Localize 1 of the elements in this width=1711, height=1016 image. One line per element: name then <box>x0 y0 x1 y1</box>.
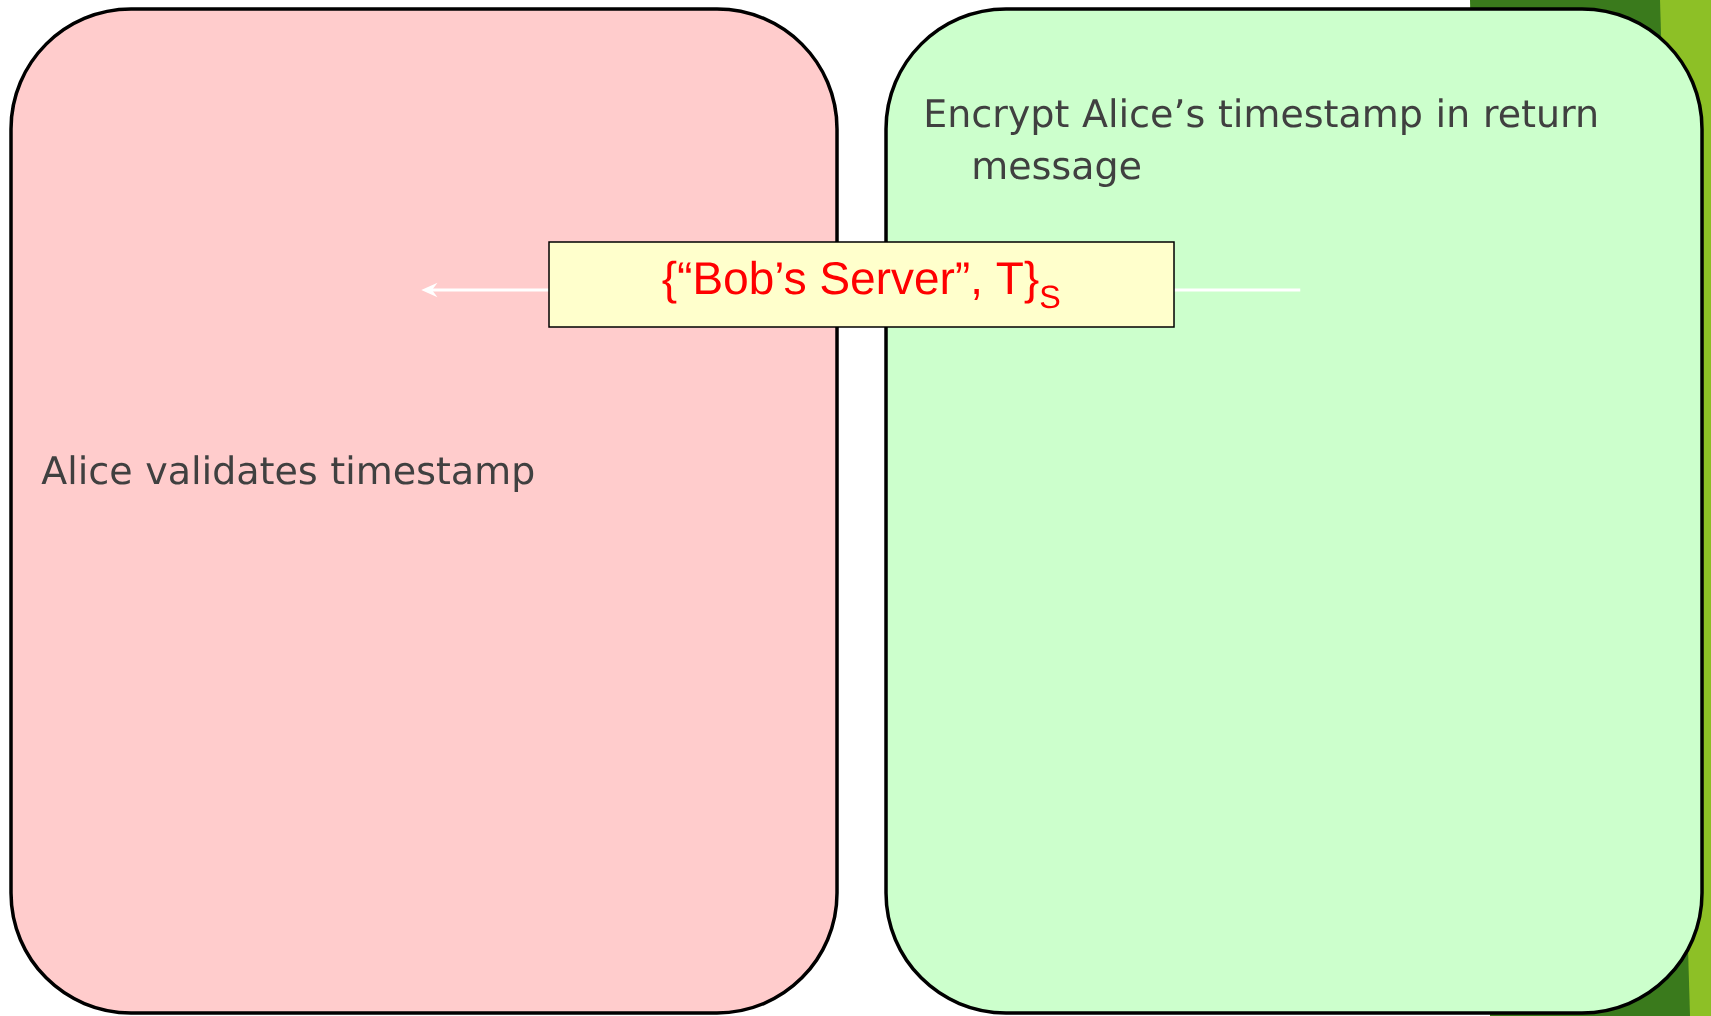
edge-label: {“Bob’s Server”, T}$_{S}$ <box>548 241 1175 328</box>
